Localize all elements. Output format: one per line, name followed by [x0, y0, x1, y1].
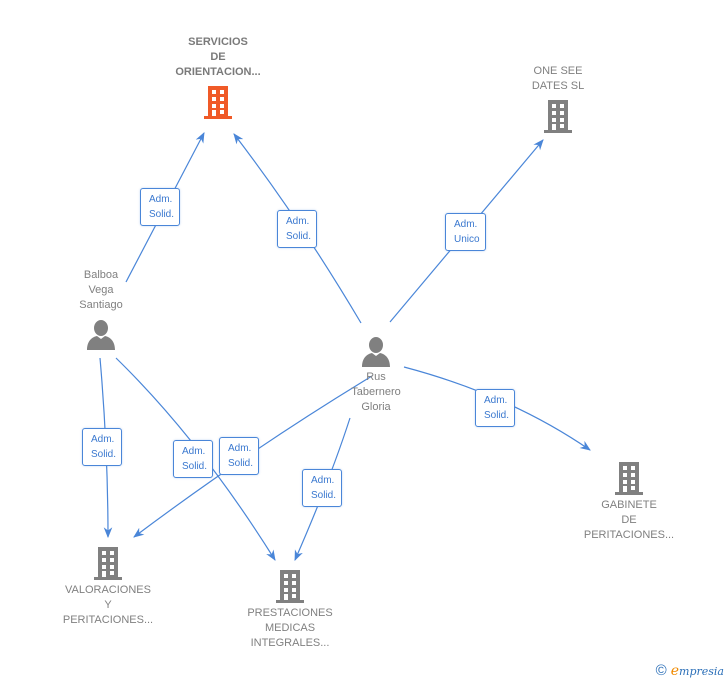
company-label: ONE SEE DATES SL [531, 65, 585, 92]
person-label: Balboa Vega Santiago [79, 269, 123, 311]
person-node-rus-tabernero-gloria[interactable]: Rus Tabernero Gloria [331, 336, 421, 415]
company-label: SERVICIOS DE ORIENTACION... [175, 36, 261, 78]
building-icon [204, 86, 232, 119]
role-label-rus-onesee[interactable]: Adm. Unico [445, 213, 486, 251]
role-label-rus-servicios[interactable]: Adm. Solid. [277, 210, 318, 248]
building-icon [544, 100, 572, 133]
role-label-rus-gabinete[interactable]: Adm. Solid. [475, 389, 516, 427]
role-label-balboa-valoraciones[interactable]: Adm. Solid. [82, 428, 123, 466]
company-node-prestaciones[interactable]: PRESTACIONES MEDICAS INTEGRALES... [232, 568, 348, 651]
company-label: GABINETE DE PERITACIONES... [583, 499, 675, 541]
building-icon [615, 462, 643, 495]
company-node-valoraciones[interactable]: VALORACIONES Y PERITACIONES... [52, 545, 164, 628]
role-label-balboa-prestaciones[interactable]: Adm. Solid. [173, 440, 214, 478]
role-label-rus-valoraciones[interactable]: Adm. Solid. [219, 437, 260, 475]
person-label: Rus Tabernero Gloria [351, 371, 401, 413]
copyright-icon: © [655, 662, 667, 679]
person-icon [87, 320, 115, 350]
empresia-logo[interactable]: empresia [670, 662, 724, 679]
person-icon [362, 337, 390, 367]
company-node-servicios[interactable]: SERVICIOS DE ORIENTACION... [158, 35, 278, 120]
company-label: VALORACIONES Y PERITACIONES... [62, 584, 154, 626]
company-node-one-see-dates[interactable]: ONE SEE DATES SL [508, 64, 608, 134]
building-icon [94, 547, 122, 580]
role-label-balboa-servicios[interactable]: Adm. Solid. [140, 188, 181, 226]
empresia-credit: © empresia [656, 662, 724, 679]
person-node-balboa-vega-santiago[interactable]: Balboa Vega Santiago [56, 268, 146, 351]
company-label: PRESTACIONES MEDICAS INTEGRALES... [247, 607, 333, 649]
role-label-rus-prestaciones[interactable]: Adm. Solid. [302, 469, 343, 507]
company-node-gabinete[interactable]: GABINETE DE PERITACIONES... [573, 460, 685, 543]
building-icon [276, 570, 304, 603]
